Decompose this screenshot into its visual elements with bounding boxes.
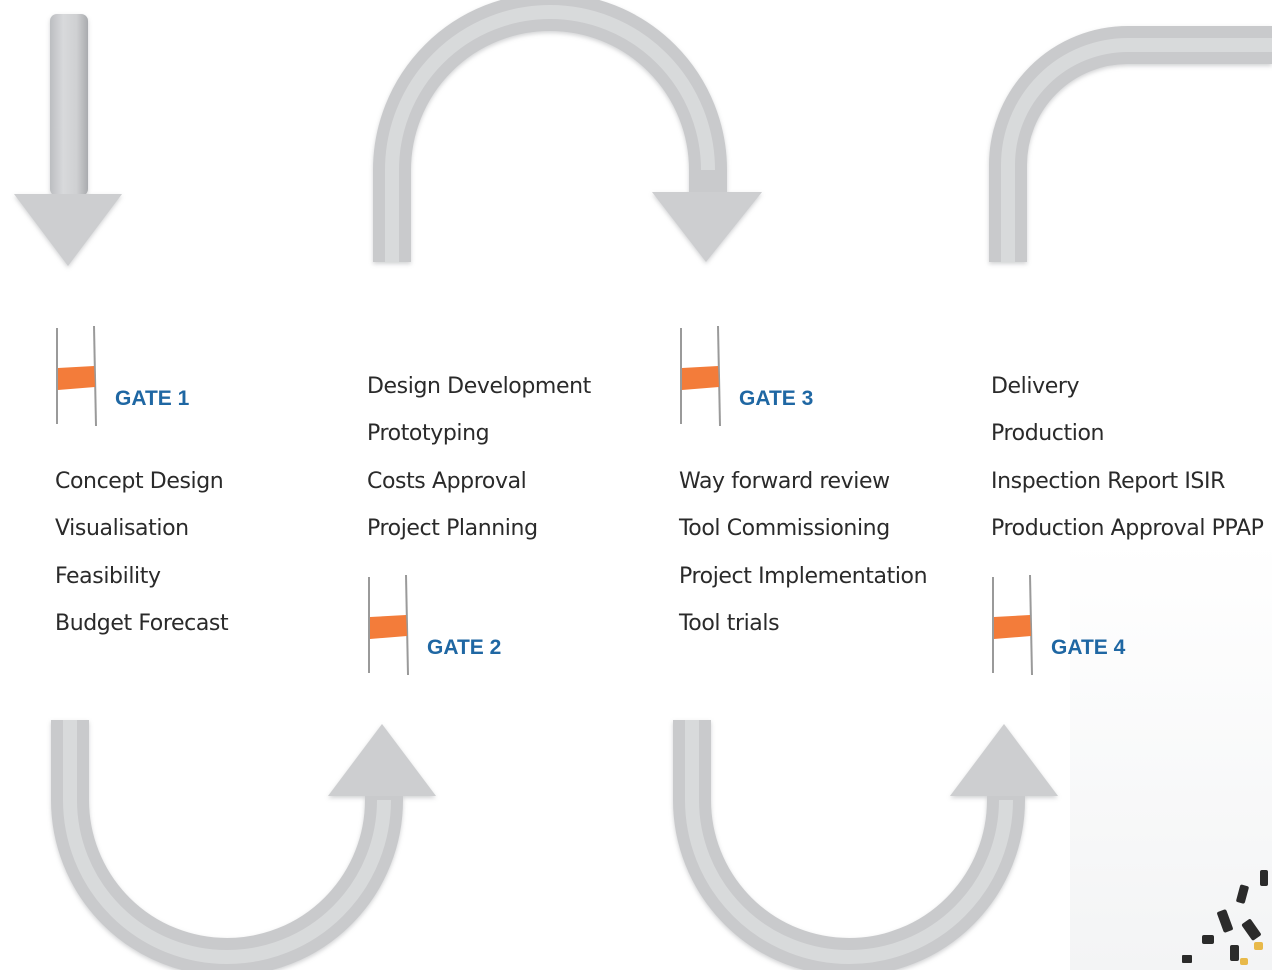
- gate-flag-icon: [368, 574, 409, 676]
- product-parts-image: [1070, 540, 1272, 970]
- stage-1-list: Concept Design Visualisation Feasibility…: [55, 458, 229, 648]
- list-item: Budget Forecast: [55, 611, 229, 637]
- gate-label: GATE 4: [1051, 636, 1126, 659]
- list-item: Project Planning: [367, 516, 538, 542]
- gate-2-marker: GATE 2: [366, 573, 566, 683]
- corner-arrow-icon: [989, 25, 1272, 262]
- stage-2-list: Design Development Prototyping Costs App…: [367, 363, 591, 553]
- gate-flag-icon: [56, 325, 97, 427]
- gate-3-marker: GATE 3: [678, 324, 878, 434]
- list-item: Concept Design: [55, 469, 224, 494]
- list-item: Delivery: [991, 374, 1080, 399]
- list-item: Production: [991, 421, 1105, 447]
- list-item: Tool trials: [679, 611, 780, 637]
- gate-label: GATE 1: [115, 387, 190, 410]
- gate-flag-icon: [680, 325, 721, 427]
- gate-1-marker: GATE 1: [54, 324, 254, 434]
- list-item: Feasibility: [55, 563, 161, 589]
- list-item: Inspection Report ISIR: [991, 468, 1225, 494]
- list-item: Tool Commissioning: [679, 516, 890, 542]
- list-item: Project Implementation: [679, 563, 928, 589]
- stage-3-list: Way forward review Tool Commissioning Pr…: [679, 458, 928, 648]
- list-item: Production Approval PPAP: [991, 516, 1264, 542]
- list-item: Costs Approval: [367, 468, 527, 494]
- u-turn-up-arrow-icon: [673, 720, 1058, 970]
- down-arrow-icon: [14, 14, 122, 266]
- list-item: Way forward review: [679, 469, 890, 494]
- gate-flag-icon: [992, 574, 1033, 676]
- u-turn-up-arrow-icon: [51, 720, 436, 970]
- gate-label: GATE 2: [427, 636, 502, 659]
- list-item: Visualisation: [55, 516, 189, 542]
- gate-label: GATE 3: [739, 387, 814, 410]
- stage-4-list: Delivery Production Inspection Report IS…: [991, 363, 1264, 553]
- u-turn-down-arrow-icon: [373, 0, 762, 262]
- list-item: Design Development: [367, 374, 591, 399]
- list-item: Prototyping: [367, 421, 490, 447]
- gate-4-marker: GATE 4: [990, 573, 1190, 683]
